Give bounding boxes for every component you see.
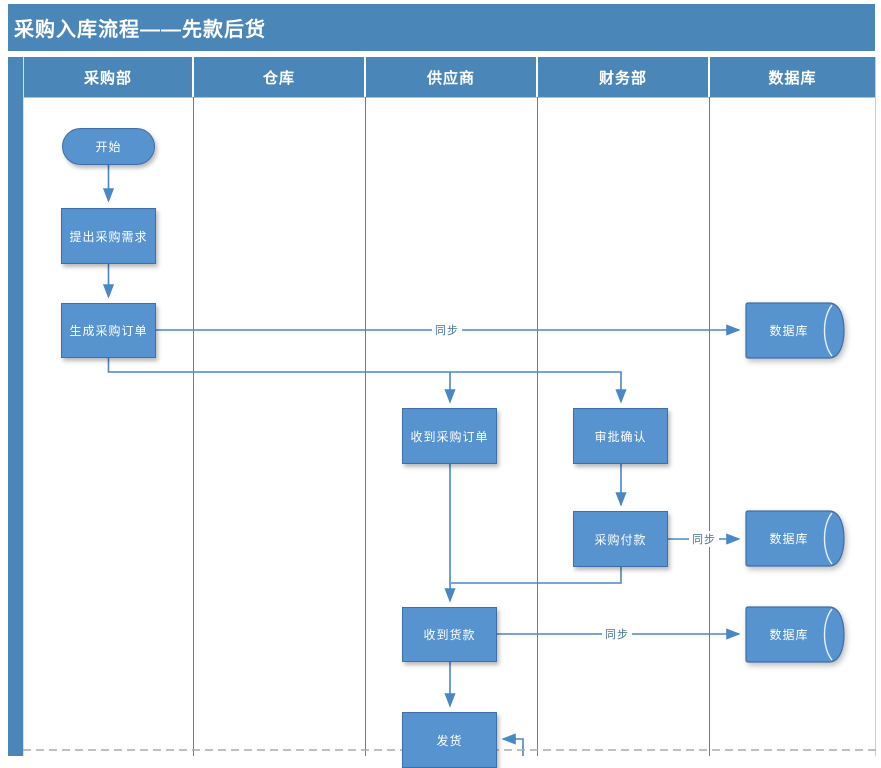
- node-label: 收到采购订单: [410, 429, 489, 444]
- edge-payment-to-receive-payment: [451, 567, 622, 584]
- edge-label-sync-payment: 同步: [689, 531, 719, 547]
- lane-divider: [537, 97, 538, 756]
- node-label: 数据库: [769, 628, 809, 642]
- node-start: 开始: [62, 128, 155, 165]
- lane-header-warehouse: 仓库: [194, 57, 364, 97]
- lane-divider: [193, 97, 194, 756]
- edge-label-sync-received: 同步: [602, 626, 632, 642]
- pool-title-bar: [8, 57, 24, 756]
- lane-header-label: 供应商: [426, 69, 475, 87]
- node-receive-order: 收到采购订单: [402, 408, 497, 464]
- lane-header-database: 数据库: [710, 57, 875, 97]
- node-approve-confirm: 审批确认: [573, 408, 668, 464]
- node-label: 开始: [95, 140, 122, 154]
- lane-header-label: 财务部: [598, 69, 647, 87]
- node-database-payment: 数据库: [745, 510, 845, 567]
- pool-right-border: [875, 57, 876, 756]
- node-label: 数据库: [769, 532, 809, 546]
- node-receive-payment: 收到货款: [402, 607, 497, 662]
- edge-into-ship-right: [501, 733, 524, 756]
- node-raise-demand: 提出采购需求: [61, 208, 156, 264]
- database-cylinder-icon: [745, 606, 845, 663]
- diagram-title-bar: 采购入库流程——先款后货: [8, 4, 875, 51]
- node-label: 发货: [436, 733, 463, 748]
- node-purchase-payment: 采购付款: [573, 511, 668, 567]
- database-cylinder-icon: [745, 302, 845, 359]
- page-title: 采购入库流程——先款后货: [14, 19, 266, 41]
- node-database-received: 数据库: [745, 606, 845, 663]
- lane-header-label: 数据库: [768, 69, 817, 87]
- lane-header-label: 仓库: [262, 69, 295, 87]
- lane-header-bottom-line: [23, 97, 875, 98]
- lane-divider: [709, 97, 710, 756]
- node-label: 审批确认: [594, 429, 647, 444]
- lane-header-finance: 财务部: [538, 57, 708, 97]
- node-label: 数据库: [769, 324, 809, 338]
- edge-label-sync-order: 同步: [432, 322, 462, 338]
- node-label: 采购付款: [594, 532, 647, 547]
- lane-header-label: 采购部: [83, 69, 132, 87]
- lane-header-supplier: 供应商: [366, 57, 536, 97]
- lane-divider: [365, 97, 366, 756]
- node-database-order: 数据库: [745, 302, 845, 359]
- node-label: 生成采购订单: [69, 324, 148, 338]
- node-label: 提出采购需求: [69, 229, 148, 244]
- lane-header-purchasing: 采购部: [24, 57, 192, 97]
- node-label: 收到货款: [423, 628, 476, 642]
- node-ship-goods: 发货: [402, 712, 497, 768]
- database-cylinder-icon: [745, 510, 845, 567]
- node-create-order: 生成采购订单: [61, 303, 156, 358]
